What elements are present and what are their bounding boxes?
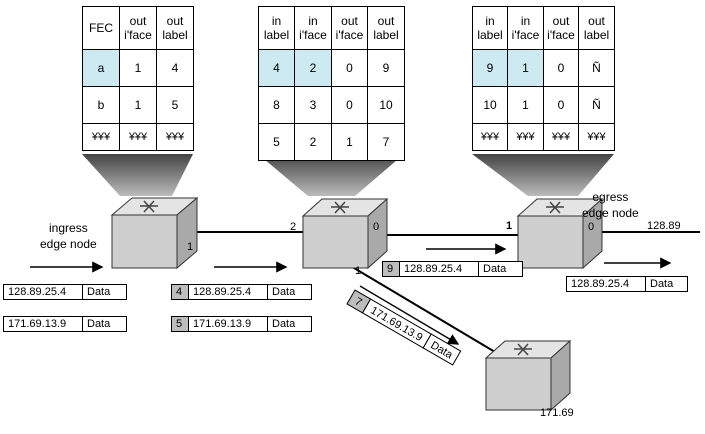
packet-data: Data: [267, 284, 312, 300]
core-cone: [258, 154, 404, 196]
egress-port-0: 0: [588, 221, 595, 233]
packet-data: Data: [267, 316, 312, 332]
packet-addr: 171.69.13.9: [188, 316, 268, 332]
ingress-header-out-iface: out i'face: [119, 6, 157, 50]
core-cell: 8: [258, 86, 295, 124]
egress-cell: 1: [507, 86, 544, 124]
ingress-table: FEC out i'face out label a 1 4 b 1 5 ¥¥¥…: [82, 6, 194, 151]
egress-node-label: egress edge node: [582, 190, 639, 220]
egress-port-1: 1: [506, 220, 513, 232]
ingress-cell: b: [82, 86, 120, 124]
packet-mid-2: 5 171.69.13.9 Data: [171, 316, 312, 332]
egress-cell: Ñ: [578, 49, 615, 87]
egress-header-out-label: out label: [578, 6, 615, 50]
packet-label: 4: [171, 284, 189, 300]
ingress-cell: 1: [119, 86, 157, 124]
packet-addr: 128.89.25.4: [188, 284, 268, 300]
egress-dots: ¥¥¥: [507, 123, 544, 151]
egress-dots: ¥¥¥: [543, 123, 579, 151]
ingress-node-label: ingress edge node: [40, 221, 97, 251]
packet-lower-addr: 171.69.13.9: [368, 305, 424, 344]
core-cell: 10: [367, 86, 405, 124]
packet-core-egress: 9 128.89.25.4 Data: [382, 261, 523, 277]
egress-dots: ¥¥¥: [578, 123, 615, 151]
ingress-dots: ¥¥¥: [119, 123, 157, 151]
packet-ingress-2: 171.69.13.9 Data: [3, 316, 127, 332]
egress-cell: 9: [472, 49, 508, 87]
ingress-dots: ¥¥¥: [156, 123, 194, 151]
egress-cell: Ñ: [578, 86, 615, 124]
ingress-cell: 4: [156, 49, 194, 87]
ingress-header-out-label: out label: [156, 6, 194, 50]
egress-header-in-label: in label: [472, 6, 508, 50]
core-cell: 5: [258, 123, 295, 161]
ingress-cell: 1: [119, 49, 157, 87]
ingress-port-1: 1: [187, 241, 194, 253]
core-cell: 3: [294, 86, 332, 124]
packet-data: Data: [82, 284, 127, 300]
egress-header-out-iface: out i'face: [543, 6, 579, 50]
ingress-cone: [82, 154, 193, 196]
packet-egress-out: 128.89.25.4 Data: [566, 276, 688, 292]
packet-addr: 128.89.25.4: [399, 261, 479, 277]
packet-lower: 7 171.69.13.9 Data: [346, 289, 462, 366]
packet-addr: 128.89.25.4: [3, 284, 83, 300]
core-cell: 2: [294, 49, 332, 87]
egress-router-icon: [516, 197, 604, 270]
dest-171-label: 171.69: [540, 407, 574, 419]
core-table: in label in i'face out i'face out label …: [258, 6, 405, 161]
ingress-cell: 5: [156, 86, 194, 124]
ingress-header-fec: FEC: [82, 6, 120, 50]
core-port-0: 0: [373, 221, 380, 233]
core-cell: 2: [294, 123, 332, 161]
egress-dots: ¥¥¥: [472, 123, 508, 151]
packet-data: Data: [645, 276, 688, 292]
dest-128-label: 128.89: [647, 220, 681, 232]
arrow-lower: [359, 285, 460, 345]
packet-ingress-1: 128.89.25.4 Data: [3, 284, 127, 300]
egress-cell: 0: [543, 49, 579, 87]
destination-router-icon: [484, 339, 572, 412]
packet-data: Data: [82, 316, 127, 332]
core-header-in-label: in label: [258, 6, 295, 50]
packet-lower-label: 7: [353, 296, 364, 309]
packet-label: 9: [382, 261, 400, 277]
core-cell: 1: [331, 123, 368, 161]
core-header-out-iface: out i'face: [331, 6, 368, 50]
packet-addr: 128.89.25.4: [566, 276, 646, 292]
ingress-dots: ¥¥¥: [82, 123, 120, 151]
core-header-in-iface: in i'face: [294, 6, 332, 50]
core-port-2: 2: [290, 221, 297, 233]
ingress-router-icon: [110, 196, 199, 270]
packet-addr: 171.69.13.9: [3, 316, 83, 332]
core-cell: 0: [331, 49, 368, 87]
link-core-lower: [343, 261, 496, 353]
packet-mid-1: 4 128.89.25.4 Data: [171, 284, 312, 300]
egress-cone: [472, 154, 614, 196]
core-cell: 4: [258, 49, 295, 87]
egress-cell: 1: [507, 49, 544, 87]
core-port-1: 1: [355, 265, 362, 277]
core-cell: 7: [367, 123, 405, 161]
egress-cell: 0: [543, 86, 579, 124]
ingress-cell: a: [82, 49, 120, 87]
egress-header-in-iface: in i'face: [507, 6, 544, 50]
egress-cell: 10: [472, 86, 508, 124]
core-cell: 0: [331, 86, 368, 124]
core-cell: 9: [367, 49, 405, 87]
core-header-out-label: out label: [367, 6, 405, 50]
packet-label: 5: [171, 316, 189, 332]
egress-table: in label in i'face out i'face out label …: [472, 6, 615, 151]
core-router-icon: [301, 197, 389, 270]
packet-data: Data: [478, 261, 523, 277]
